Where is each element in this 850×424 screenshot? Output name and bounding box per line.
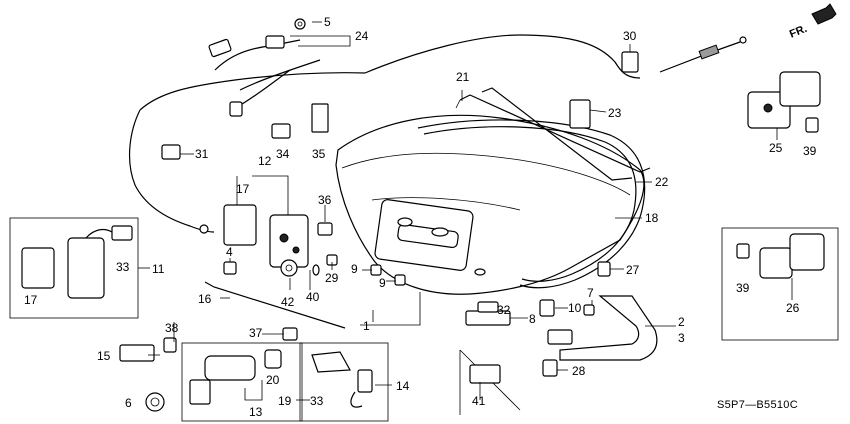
bolt-39b (736, 243, 750, 259)
callout-17b: 17 (24, 293, 38, 307)
callout-35: 35 (312, 147, 326, 161)
latch-12 (269, 214, 309, 268)
callout-36: 36 (318, 193, 332, 207)
callout-16: 16 (198, 292, 212, 306)
lock-cylinder-13 (204, 355, 256, 381)
callout-32: 32 (497, 303, 511, 317)
release-cable (129, 34, 747, 234)
clip-9a (370, 264, 382, 276)
bracket-15 (119, 344, 155, 362)
callout-9a: 9 (351, 262, 358, 276)
grommet-5 (294, 18, 306, 30)
callout-23: 23 (608, 106, 622, 120)
trunk-weatherstrip (417, 119, 646, 289)
callout-2: 2 (678, 315, 685, 329)
bolt-27 (597, 261, 611, 277)
latch-cover-17 (223, 204, 257, 246)
callout-25: 25 (769, 141, 783, 155)
cable-clip-31 (161, 144, 181, 160)
front-direction-indicator: FR. (788, 3, 837, 41)
bracket-41-group (459, 349, 521, 415)
callout-19: 19 (278, 394, 292, 408)
callout-8: 8 (529, 312, 536, 326)
callout-34: 34 (276, 147, 290, 161)
callout-38: 38 (165, 321, 179, 335)
emblem-left (397, 217, 413, 227)
bolt-37 (282, 327, 298, 341)
callout-33a: 33 (116, 260, 130, 274)
callout-29: 29 (325, 271, 339, 285)
holder-34 (271, 123, 291, 139)
callout-12: 12 (258, 154, 272, 168)
callout-42: 42 (281, 295, 295, 309)
callout-22: 22 (655, 175, 669, 189)
callout-11: 11 (152, 262, 165, 276)
callout-24: 24 (355, 29, 369, 43)
callout-10: 10 (568, 301, 582, 315)
bolt-28 (542, 359, 558, 377)
lock-cylinder-group (145, 342, 303, 422)
callout-31: 31 (195, 147, 209, 161)
opener-harness (208, 18, 321, 117)
callout-28: 28 (572, 364, 586, 378)
bolt-36 (317, 222, 333, 236)
callout-14: 14 (396, 379, 410, 393)
callout-39b: 39 (736, 281, 750, 295)
callout-7: 7 (587, 286, 594, 300)
callout-21: 21 (456, 70, 470, 84)
key-icon (189, 379, 211, 405)
latch-25 (747, 71, 821, 129)
fasteners (163, 117, 819, 377)
pad-35 (311, 103, 329, 133)
clip-9b (394, 274, 406, 286)
callout-13: 13 (249, 405, 263, 419)
callout-33b: 33 (310, 394, 324, 408)
callout-6: 6 (125, 396, 132, 410)
callout-18: 18 (645, 211, 659, 225)
trunk-lid (335, 114, 645, 295)
bolt-39a (805, 117, 819, 133)
switch-23 (569, 99, 591, 129)
trunk-latch-assy (223, 204, 309, 275)
nut-4 (223, 261, 237, 275)
callout-20: 20 (266, 373, 280, 387)
support-rod-16 (204, 281, 346, 329)
callout-30: 30 (623, 29, 637, 43)
trunk-hinge (547, 295, 658, 361)
bumper-10 (539, 299, 555, 317)
callout-4: 4 (226, 245, 233, 259)
callout-5: 5 (324, 15, 331, 29)
callout-9b: 9 (379, 276, 386, 290)
seal-20 (264, 349, 282, 369)
front-arrow-icon (811, 3, 837, 25)
cable-guide-30 (621, 51, 639, 73)
callout-15: 15 (97, 349, 111, 363)
callout-27: 27 (626, 263, 640, 277)
bolt-38 (163, 337, 177, 353)
callout-labels: 1 2 3 4 5 6 7 8 9 9 10 11 12 13 14 15 16… (24, 15, 817, 419)
callout-26: 26 (786, 301, 800, 315)
callout-17a: 17 (236, 182, 250, 196)
callout-41: 41 (472, 394, 486, 408)
inset-latch-26 (721, 227, 839, 341)
callout-39a: 39 (803, 144, 817, 158)
torsion-bars (455, 87, 651, 181)
emblem-right (431, 227, 449, 237)
callout-1: 1 (363, 319, 370, 333)
leader-lines (138, 21, 793, 401)
diagram-code: S5P7—B5510C (717, 399, 798, 411)
switch-harness-group (299, 342, 389, 422)
callout-3: 3 (678, 331, 685, 345)
clip-32 (477, 301, 499, 313)
grommet-6 (145, 392, 165, 412)
bumper-42 (280, 259, 298, 277)
inset-latch-variant (9, 217, 139, 319)
clip-40 (312, 264, 320, 276)
callout-37: 37 (249, 326, 263, 340)
clip-7 (583, 304, 595, 316)
front-direction-label: FR. (788, 23, 809, 41)
callout-40: 40 (306, 290, 320, 304)
